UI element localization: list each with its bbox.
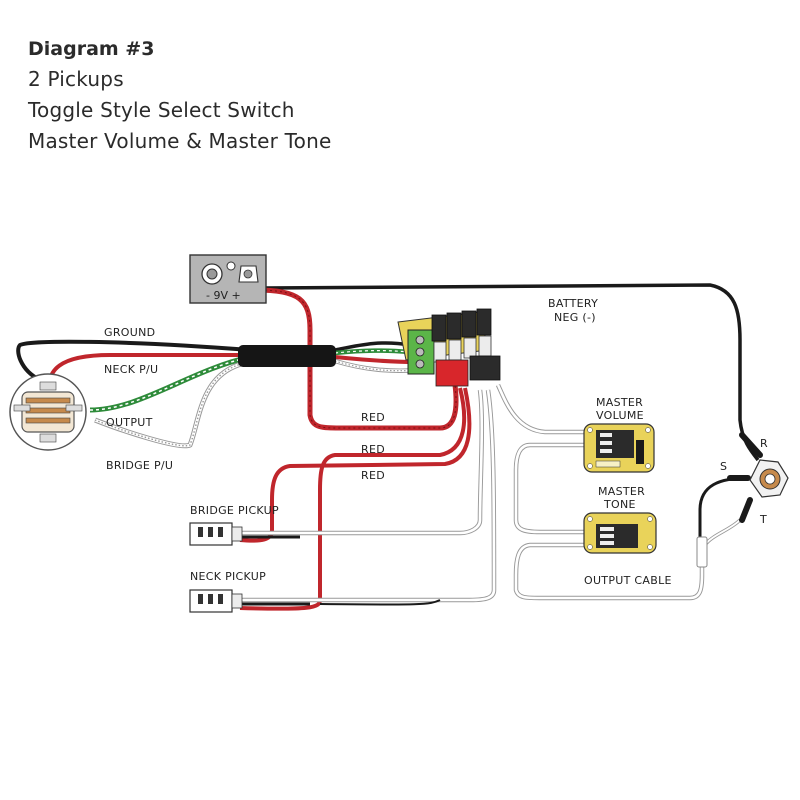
red-label-2: RED — [361, 443, 385, 456]
subtitle-switch: Toggle Style Select Switch — [28, 98, 295, 122]
red-label-1: RED — [361, 411, 385, 424]
output-cable-sleeve — [696, 536, 708, 568]
battery-label-line2: NEG (-) — [554, 311, 596, 324]
battery-label-line1: BATTERY — [548, 297, 598, 310]
subtitle-pickups: 2 Pickups — [28, 67, 124, 91]
jack-s-label: S — [720, 460, 727, 473]
master-volume-label-line1: MASTER — [596, 396, 643, 409]
volume-tone-loop-wire — [513, 442, 585, 535]
jack-r-label: R — [760, 437, 768, 450]
switch-terminal-assembly — [397, 308, 501, 387]
bridge-pickup-label: BRIDGE PICKUP — [190, 504, 279, 517]
output-label: OUTPUT — [106, 416, 153, 429]
output-jack — [727, 432, 789, 523]
neck-pickup-connector — [189, 589, 243, 613]
battery-polarity-label: - 9V + — [206, 289, 241, 302]
master-tone-pot — [583, 512, 657, 554]
subtitle-controls: Master Volume & Master Tone — [28, 129, 332, 153]
bridge-pu-label: BRIDGE P/U — [106, 459, 173, 472]
title-block: Diagram #3 2 Pickups Toggle Style Select… — [28, 34, 331, 157]
master-volume-label-line2: VOLUME — [596, 409, 644, 422]
ground-wire — [16, 339, 251, 382]
heatshrink-tube — [238, 345, 336, 367]
master-tone-label-line2: TONE — [603, 498, 636, 511]
diagram-title: Diagram #3 — [28, 38, 155, 60]
battery-clip: - 9V + — [189, 254, 267, 304]
jack-t-label: T — [759, 513, 767, 526]
red-label-3: RED — [361, 469, 385, 482]
neck-pu-label: NECK P/U — [104, 363, 158, 376]
red-connector — [435, 359, 469, 387]
master-volume-pot — [583, 423, 655, 473]
output-cable-label: OUTPUT CABLE — [584, 574, 672, 587]
neck-pickup-label: NECK PICKUP — [190, 570, 266, 583]
bridge-pickup-connector — [189, 522, 243, 546]
battery-black-wire — [264, 283, 760, 462]
ground-label: GROUND — [104, 326, 155, 339]
master-tone-label-line1: MASTER — [598, 485, 645, 498]
red-wire-3 — [239, 387, 472, 543]
toggle-switch — [9, 373, 87, 451]
